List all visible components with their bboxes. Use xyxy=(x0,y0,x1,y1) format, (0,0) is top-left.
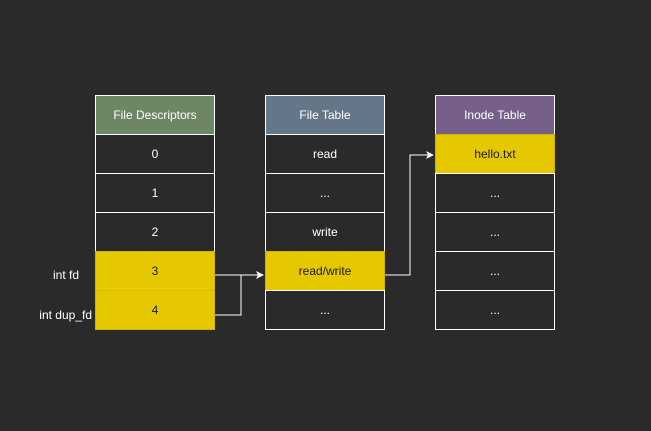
file-table-row-read-write: read/write xyxy=(265,251,385,291)
inode-row-ellipsis-4: ... xyxy=(435,290,555,330)
fd-row-2: 2 xyxy=(95,212,215,252)
int-dup-fd-label: int dup_fd xyxy=(39,308,92,322)
fd-row-1: 1 xyxy=(95,173,215,213)
inode-row-ellipsis-2: ... xyxy=(435,212,555,252)
fd-row-3: 3 xyxy=(95,251,215,291)
file-descriptors-table: File Descriptors 0 1 2 3 4 xyxy=(95,95,215,330)
inode-table: Inode Table hello.txt ... ... ... ... xyxy=(435,95,555,330)
inode-row-ellipsis-3: ... xyxy=(435,251,555,291)
arrow-fd4-to-readwrite xyxy=(215,275,242,316)
inode-table-header: Inode Table xyxy=(435,95,555,135)
file-table-row-ellipsis-2: ... xyxy=(265,290,385,330)
file-descriptors-header: File Descriptors xyxy=(95,95,215,135)
arrow-readwrite-to-hello xyxy=(385,151,434,276)
inode-row-hello-txt: hello.txt xyxy=(435,134,555,174)
file-table-row-read: read xyxy=(265,134,385,174)
inode-row-ellipsis-1: ... xyxy=(435,173,555,213)
fd-row-4: 4 xyxy=(95,290,215,330)
file-table-row-ellipsis-1: ... xyxy=(265,173,385,213)
file-table-header: File Table xyxy=(265,95,385,135)
fd-row-0: 0 xyxy=(95,134,215,174)
int-fd-label: int fd xyxy=(52,268,79,282)
file-table-row-write: write xyxy=(265,212,385,252)
file-table: File Table read ... write read/write ... xyxy=(265,95,385,330)
